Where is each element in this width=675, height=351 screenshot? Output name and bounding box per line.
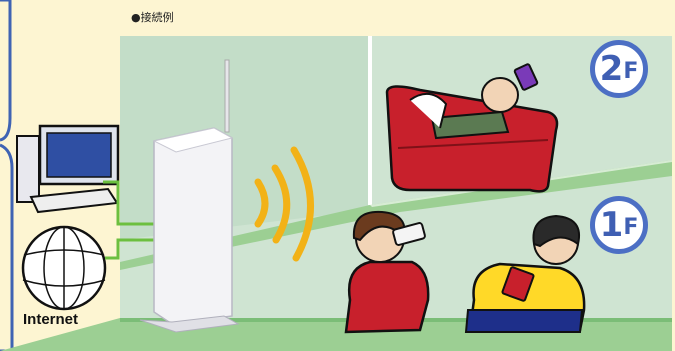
caption-connection-example: ●接続例 xyxy=(131,9,174,25)
desktop-computer-icon xyxy=(17,126,118,212)
floor-suffix-2: F xyxy=(623,61,638,83)
floor-suffix-1: F xyxy=(623,217,638,239)
floor-number-2: 2 xyxy=(600,52,624,86)
globe-icon xyxy=(23,227,105,309)
floor-number-1: 1 xyxy=(600,208,624,242)
gamer-girl-left xyxy=(346,212,428,332)
left-frame-line xyxy=(0,0,12,351)
internet-label: Internet xyxy=(23,311,78,328)
